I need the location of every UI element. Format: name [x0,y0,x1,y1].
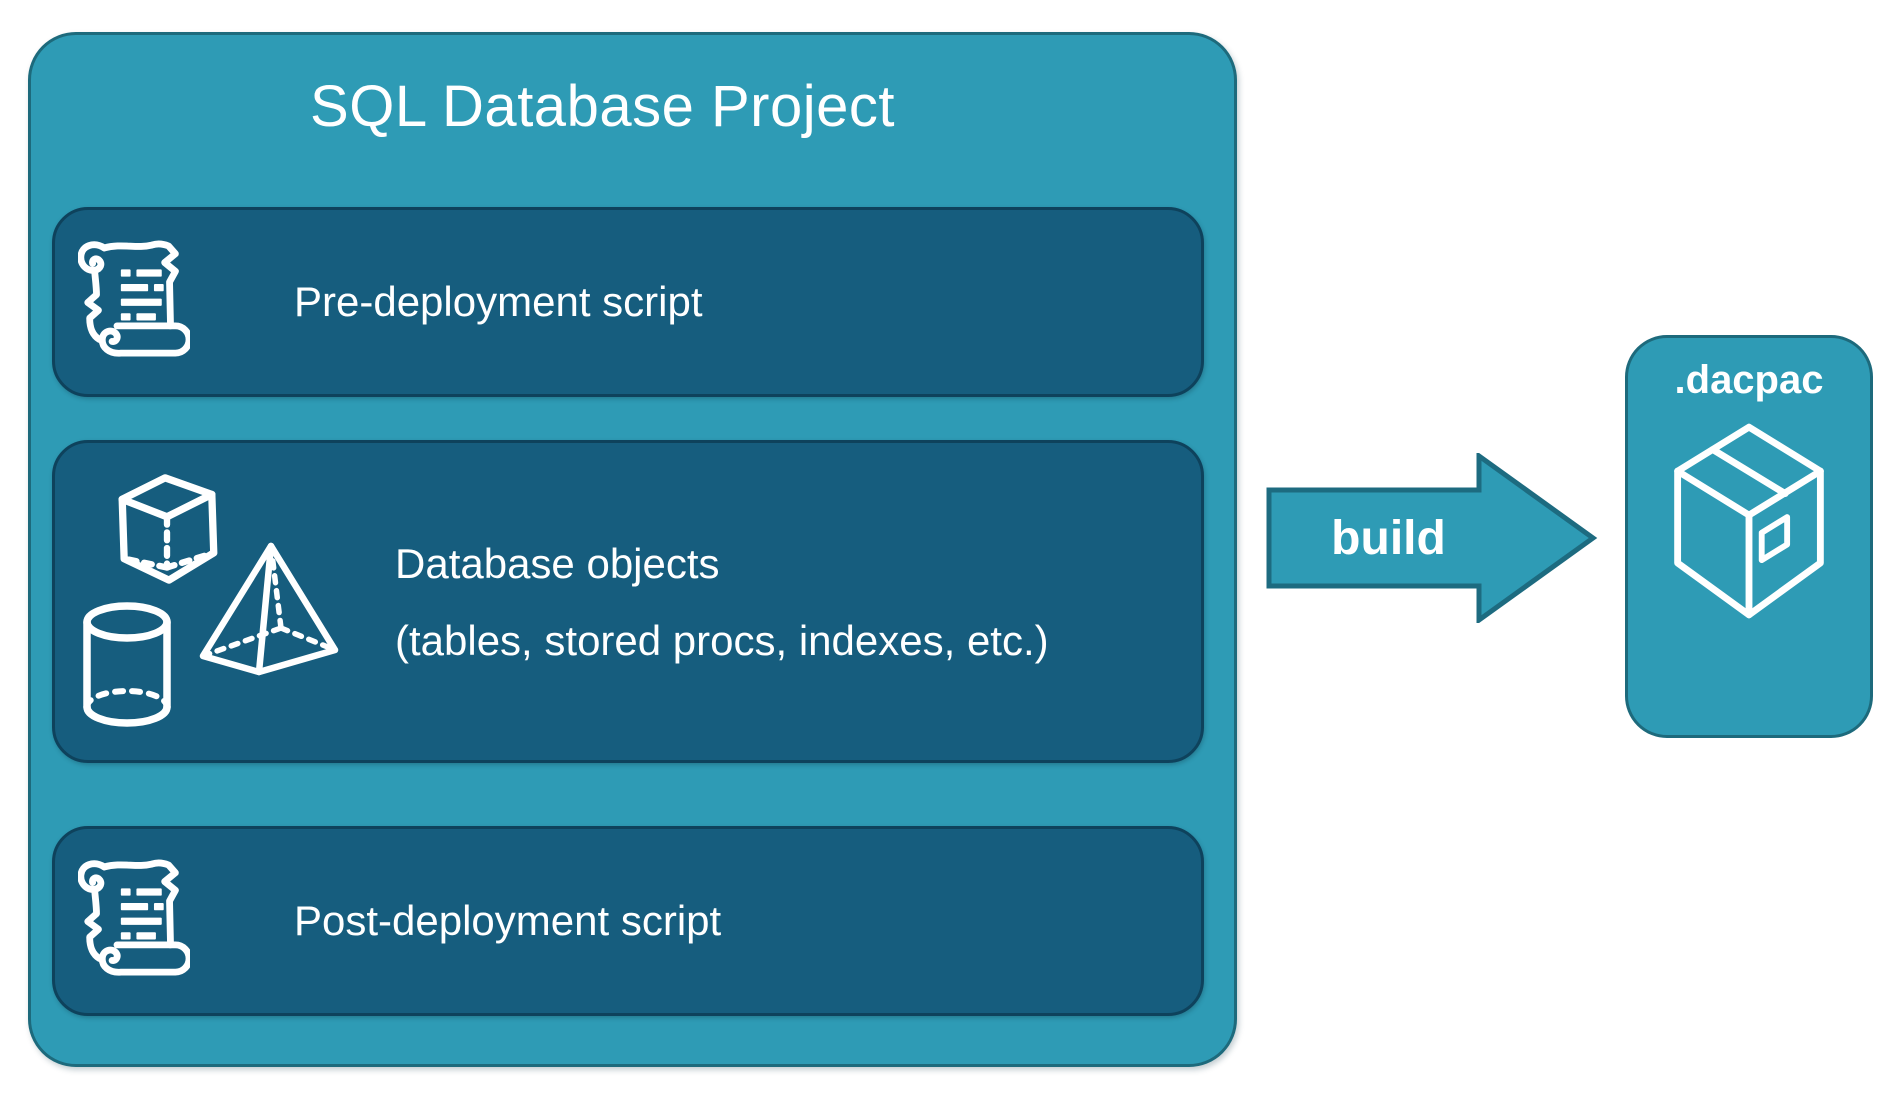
database-objects-label-line1: Database objects [395,539,720,587]
pre-deployment-script-label: Pre-deployment script [294,278,703,325]
database-objects-label-line2: (tables, stored procs, indexes, etc.) [395,616,1049,664]
pyramid-icon [199,542,339,677]
dacpac-box: .dacpac [1625,335,1873,738]
build-arrow: build [1266,453,1598,623]
post-deployment-script-label: Post-deployment script [294,897,722,944]
package-icon [1661,417,1837,623]
project-title: SQL Database Project [310,74,895,139]
dacpac-label: .dacpac [1674,358,1824,402]
cylinder-icon [80,601,175,733]
pre-deployment-script-box: Pre-deployment script [52,207,1204,397]
post-deployment-script-box: Post-deployment script [52,826,1204,1016]
scroll-icon [78,859,190,983]
build-arrow-shape [1266,453,1598,623]
sql-database-project-container: SQL Database Project Pre-deployment scri… [28,32,1237,1067]
scroll-icon [78,240,190,364]
database-objects-box: Database objects (tables, stored procs, … [52,440,1204,763]
build-arrow-label: build [1331,511,1446,565]
database-objects-label: Database objects (tables, stored procs, … [395,525,1049,679]
